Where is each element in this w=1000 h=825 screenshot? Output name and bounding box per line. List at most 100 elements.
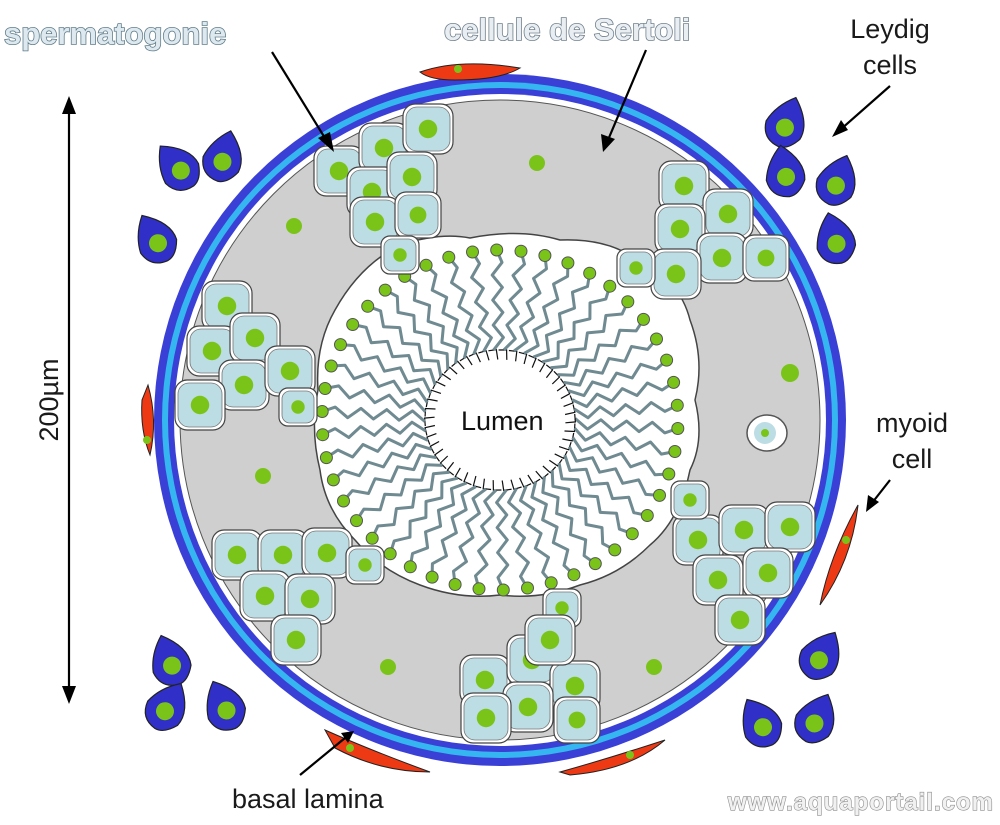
leydig-cell-nucleus [805, 714, 824, 733]
sperm-head [316, 428, 330, 442]
germ-cell-cluster [670, 480, 816, 646]
sperm-tail [403, 275, 459, 364]
sertoli-arrowhead [601, 134, 615, 152]
sertoli-label: cellule de Sertoli [444, 12, 690, 47]
sertoli-nucleus [255, 468, 271, 484]
myoid-label-line1: myoid [876, 408, 948, 438]
germ-cell-cluster [616, 160, 790, 300]
myoid-arrowhead [866, 495, 879, 512]
leydig-cell [764, 96, 805, 148]
scale-bar-top-arrowhead [62, 96, 76, 114]
sperm-tail [557, 462, 633, 536]
basal-lamina-arrowhead [341, 731, 354, 743]
sperm-tail [384, 288, 450, 370]
sperm-tail-end [429, 440, 440, 454]
sperm-tail [447, 256, 481, 355]
myoid-nucleus [346, 744, 354, 752]
leydig-cell [137, 214, 178, 264]
sertoli-nucleus [646, 659, 662, 675]
germ-cell-nucleus [402, 167, 422, 187]
germ-cell-nucleus [418, 119, 438, 139]
sperm-head [653, 488, 666, 502]
leydig-cell-nucleus [754, 718, 772, 737]
germ-cell-nucleus [540, 630, 560, 650]
sperm-tail-end [556, 378, 567, 392]
leydig-cell-nucleus [775, 118, 794, 137]
sertoli-nucleus [781, 364, 799, 382]
sperm-tail [367, 304, 443, 378]
sperm-tail [530, 481, 575, 576]
germ-cell-cluster [313, 103, 454, 275]
sperm-head [346, 318, 360, 331]
germ-cell-nucleus [476, 708, 496, 728]
sperm-tail-end [518, 351, 528, 365]
sertoli-nucleus [286, 218, 302, 234]
sperm-tail-end [510, 479, 522, 491]
sperm-head [378, 283, 392, 297]
germ-cell-nucleus [255, 586, 275, 606]
sperm-tail [470, 251, 493, 353]
sperm-tail-end [482, 478, 492, 491]
germ-cell-nucleus [666, 264, 686, 284]
sperm-tail [352, 323, 437, 386]
sperm-tail-end [451, 360, 465, 370]
myoid-cell [558, 739, 666, 776]
germ-cell-nucleus [286, 630, 306, 650]
sperm-head [334, 338, 347, 352]
germ-cell-nucleus [555, 601, 569, 615]
sperm-tail [388, 476, 459, 555]
spermatogonia-arrowhead [318, 132, 334, 152]
germ-cell-nucleus [202, 341, 222, 361]
sperm-head [660, 353, 674, 367]
sperm-tail-end [443, 366, 458, 375]
sperm-tail [573, 401, 678, 420]
sperm-head [668, 445, 682, 458]
germ-cell-nucleus [317, 543, 337, 563]
sperm-tail-end [492, 480, 502, 491]
sperm-head [671, 422, 685, 435]
sperm-tail [519, 485, 553, 584]
sperm-tail [563, 338, 658, 387]
sperm-head [583, 266, 597, 280]
sperm-head [588, 557, 602, 571]
myoid-label-line2: cell [892, 444, 933, 474]
sperm-head [383, 547, 397, 561]
isolated-cell-nucleus [761, 429, 769, 437]
basal-lamina-label: basal lamina [232, 784, 385, 814]
sperm-head [625, 527, 639, 541]
sperm-tail-end [548, 458, 563, 467]
myoid-arrow [871, 479, 891, 504]
germ-cell-nucleus [683, 493, 697, 507]
sertoli-nucleus [529, 155, 545, 171]
sperm-tail [322, 420, 427, 439]
sperm-head [637, 312, 650, 326]
sperm-tail [408, 481, 468, 568]
sperm-tail [502, 250, 526, 351]
sperm-tail-end [433, 448, 444, 462]
sperm-head [319, 451, 333, 465]
sperm-head [365, 531, 379, 545]
sperm-head [472, 582, 486, 596]
myoid-nucleus [454, 65, 462, 73]
sperm-tail [573, 427, 676, 456]
sperm-head [442, 250, 456, 264]
sertoli-arrow [606, 49, 648, 141]
sperm-head [496, 583, 510, 597]
sperm-tail-end [564, 404, 576, 416]
leydig-cell [815, 154, 856, 206]
sperm-head [425, 570, 439, 584]
leydig-cell-nucleus [171, 161, 190, 180]
sperm-head [318, 382, 332, 395]
germ-cell-nucleus [718, 204, 738, 224]
sperm-head [514, 244, 528, 258]
sperm-head [670, 398, 684, 412]
germ-cell-nucleus [629, 261, 643, 275]
leydig-cell [206, 680, 246, 731]
leydig-arrow [839, 85, 891, 131]
sperm-tail-end [478, 349, 490, 361]
sperm-head [315, 405, 329, 418]
sperm-tail [452, 487, 487, 585]
sperm-tail [332, 442, 433, 482]
sperm-tail [541, 476, 597, 565]
